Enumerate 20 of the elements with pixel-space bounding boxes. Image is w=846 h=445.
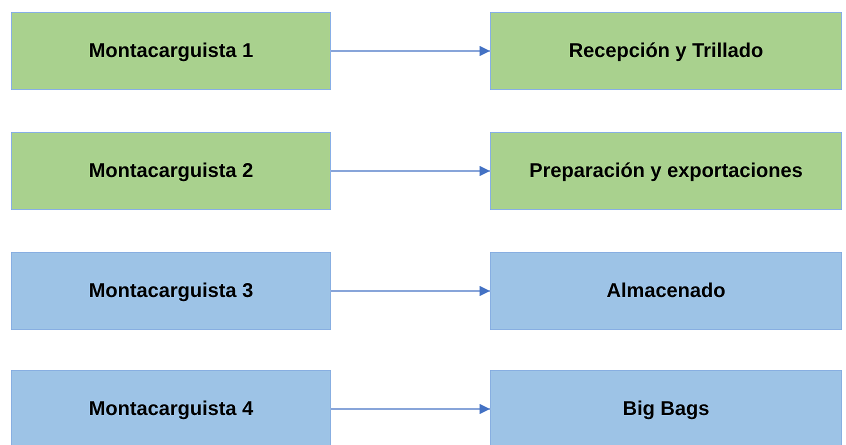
- process-box: [11, 132, 331, 210]
- arrow: [331, 166, 490, 176]
- process-box: [490, 132, 842, 210]
- box-label: Preparación y exportaciones: [528, 159, 804, 184]
- process-box: [490, 252, 842, 330]
- arrow: [331, 404, 490, 414]
- process-box: [11, 252, 331, 330]
- box-label: Montacarguista 3: [88, 279, 254, 304]
- arrow: [331, 46, 490, 56]
- box-label: Big Bags: [622, 397, 710, 422]
- box-label: Recepción y Trillado: [568, 39, 764, 64]
- process-box: [11, 370, 331, 445]
- box-label: Montacarguista 4: [88, 397, 254, 422]
- arrow: [331, 286, 490, 296]
- process-box: [490, 12, 842, 90]
- box-label: Almacenado: [606, 279, 726, 304]
- box-label: Montacarguista 1: [88, 39, 254, 64]
- process-box: [11, 12, 331, 90]
- process-box: [490, 370, 842, 445]
- box-label: Montacarguista 2: [88, 159, 254, 184]
